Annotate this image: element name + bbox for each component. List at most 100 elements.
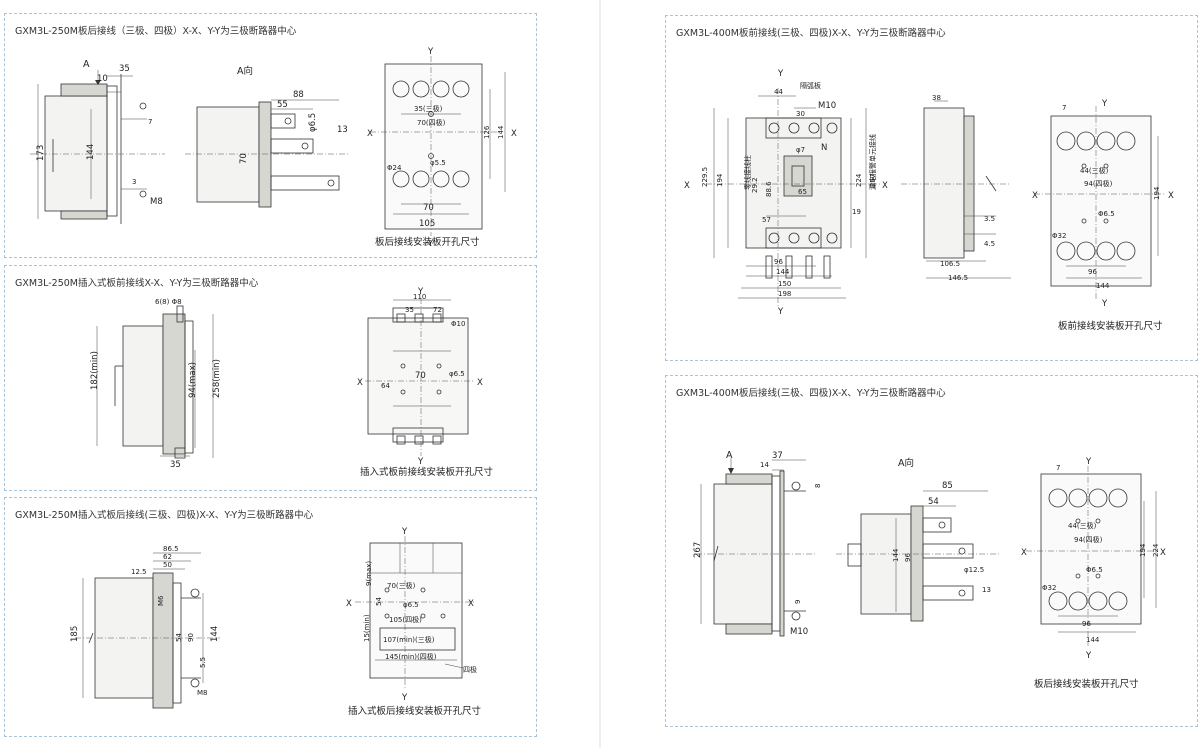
axis-x-right: X xyxy=(1160,548,1166,558)
dim-phi32: Φ32 xyxy=(1052,232,1066,240)
dim-35b: 35 xyxy=(405,306,414,314)
dim-182: 182(min) xyxy=(90,351,100,390)
dim-57: 57 xyxy=(762,216,771,224)
axis-y-top: Y xyxy=(401,527,408,537)
cutout-plate xyxy=(1026,466,1157,646)
dim-70-three: 70(三极) xyxy=(387,581,416,590)
axis-y-top: Y xyxy=(1085,457,1092,467)
dim-15min: 15(min) xyxy=(363,614,371,642)
dim-185: 185 xyxy=(70,626,80,642)
dim-257: 257 xyxy=(869,174,877,187)
breaker-body xyxy=(44,95,108,212)
dim-phi65: φ6.5 xyxy=(403,601,419,609)
dim-105: 105 xyxy=(419,219,435,229)
axis-x-left: X xyxy=(357,378,363,388)
dim-7: 7 xyxy=(148,118,152,126)
side-view xyxy=(75,552,220,709)
dim-m10: M10 xyxy=(818,101,836,111)
axis-x-plate-left: X xyxy=(1032,191,1038,201)
panel-250m-rear: GXM3L-250M板后接线（三极、四极）X-X、Y-Y为三极断路器中心 A 3… xyxy=(4,13,537,258)
dim-phi65: Φ6.5 xyxy=(1086,566,1103,574)
dim-94-four: 94(四极) xyxy=(1084,179,1113,188)
panel-title: GXM3L-250M插入式板前接线X-X、Y-Y为三极断路器中心 xyxy=(15,278,259,289)
dim-144b: 144 xyxy=(1086,636,1100,644)
dim-107: 107(min)(三极) xyxy=(383,635,435,644)
dim-144: 144 xyxy=(892,548,900,562)
diagram-400m-front: 44 30 隔弧板 M10 φ7 N Y Y X X 229.5 194 29.… xyxy=(684,69,1174,317)
breaker-top xyxy=(60,83,108,97)
dim-144: 144 xyxy=(210,626,220,642)
dim-13: 13 xyxy=(337,125,348,135)
panel-caption: 插入式板前接线安装板开孔尺寸 xyxy=(360,467,494,478)
dim-145: 145(min)(四极) xyxy=(385,652,437,661)
a-view xyxy=(836,490,1001,622)
dim-50: 50 xyxy=(163,561,172,569)
dim-m8: M8 xyxy=(197,689,208,697)
dim-phi32: Φ32 xyxy=(1042,584,1056,592)
dim-144: 144 xyxy=(86,144,96,160)
dim-70b: 70 xyxy=(423,203,434,213)
breaker-bottom xyxy=(60,210,108,220)
dim-258: 258(min) xyxy=(212,359,222,398)
dim-19: 19 xyxy=(852,208,861,216)
dim-88: 88 xyxy=(293,90,304,100)
axis-x-left: X xyxy=(367,129,373,139)
axis-x-right: X xyxy=(468,599,474,609)
dim-7-2: 72 xyxy=(433,306,442,314)
dim-144b: 144 xyxy=(1096,282,1110,290)
dim-96b: 96 xyxy=(1082,620,1091,628)
dim-86-5: 86.5 xyxy=(163,545,179,553)
dim-phi12-5: φ12.5 xyxy=(964,566,984,574)
panel-250m-plugin-rear: GXM3L-250M插入式板后接线(三极、四极)X-X、Y-Y为三极断路器中心 … xyxy=(4,497,537,737)
label-n: N xyxy=(821,143,827,153)
axis-y-bottom: Y xyxy=(1085,651,1092,661)
panel-title: GXM3L-250M板后接线（三极、四极）X-X、Y-Y为三极断路器中心 xyxy=(15,26,297,37)
axis-x-left: X xyxy=(684,181,690,191)
dim-54b: 54 xyxy=(375,597,383,606)
diagram-400m-rear: A 14 37 8 267 9 M10 A向 85 54 144 96 φ12.… xyxy=(693,450,1166,661)
cutout-outline xyxy=(1040,473,1142,625)
dim-90: 90 xyxy=(187,633,195,642)
dim-phi55: φ5.5 xyxy=(430,159,446,167)
dim-54: 54 xyxy=(175,633,183,642)
dim-30: 30 xyxy=(796,110,805,118)
label-a-arrow: A xyxy=(726,450,733,461)
dim-8: 8 xyxy=(814,484,822,488)
dim-m10: M10 xyxy=(790,627,808,637)
dim-105-four: 105(四极) xyxy=(389,615,422,624)
dim-224: 224 xyxy=(855,173,863,187)
label-a-view: A向 xyxy=(898,457,914,469)
dim-96b: 96 xyxy=(1088,268,1097,276)
dim-44-three: 44(三极) xyxy=(1080,166,1109,175)
dim-126: 126 xyxy=(483,125,491,139)
dim-29-2: 29.2 xyxy=(751,177,759,193)
cutout-outline xyxy=(367,317,469,435)
panel-title: GXM3L-400M板前接线(三极、四极)X-X、Y-Y为三极断路器中心 xyxy=(676,28,946,39)
panel-caption: 板后接线安装板开孔尺寸 xyxy=(1034,679,1139,690)
axis-y-top: Y xyxy=(427,47,434,57)
label-a-view: A向 xyxy=(237,65,253,77)
diagram-250m-plugin-front: 6(8) Φ8 182(min) 94(max) 258(min) 35 X X… xyxy=(90,287,483,470)
dim-70: 70 xyxy=(239,153,249,164)
side-body xyxy=(923,107,965,259)
cutout-plate xyxy=(365,298,475,456)
side-view xyxy=(30,70,165,224)
dim-9max: 9(max) xyxy=(365,561,373,586)
side-view xyxy=(96,305,214,459)
panel-400m-rear: GXM3L-400M板后接线(三极、四极)X-X、Y-Y为三极断路器中心 A 1… xyxy=(665,375,1198,727)
label-neutral-terminal: 零线接线柱 xyxy=(743,155,752,190)
dim-198: 198 xyxy=(778,290,791,298)
dim-173: 173 xyxy=(36,145,46,161)
label-leak-alarm: 漏电报警单元接线 xyxy=(868,134,877,190)
dim-35: 35 xyxy=(170,460,181,470)
axis-y-top: Y xyxy=(777,69,784,79)
dim-150: 150 xyxy=(778,280,791,288)
dim-38: 38 xyxy=(932,94,941,102)
dim-phi65: φ6.5 xyxy=(308,113,318,132)
front-view xyxy=(706,88,881,306)
diagram-250m-plugin-rear: 86.5 62 50 12.5 M6 185 144 90 54 5.5 M8 … xyxy=(70,527,477,709)
dim-5-5: 5.5 xyxy=(199,657,207,668)
aview-body xyxy=(196,106,260,203)
dim-37: 37 xyxy=(772,451,783,461)
axis-x-left: X xyxy=(346,599,352,609)
